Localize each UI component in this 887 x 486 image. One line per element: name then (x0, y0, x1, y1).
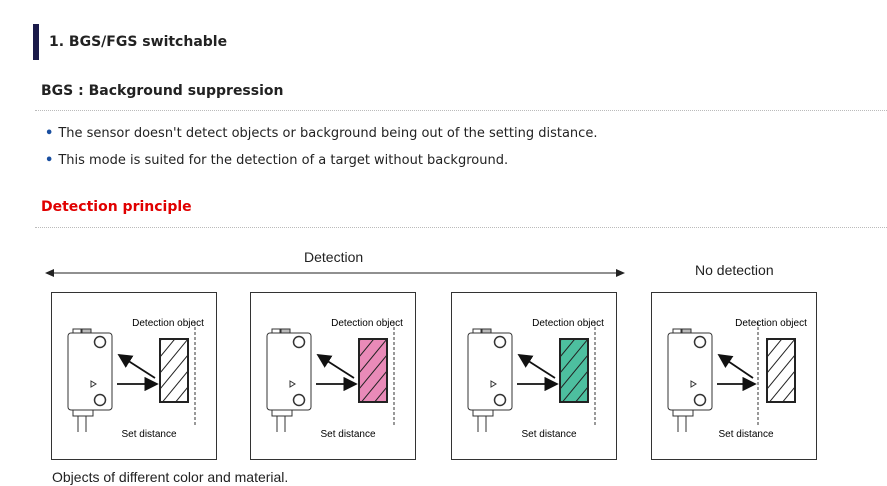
bullet-list: •The sensor doesn't detect objects or ba… (45, 126, 597, 180)
object-label: Detection object (735, 318, 807, 329)
object-label: Detection object (132, 318, 204, 329)
sensor-icon (266, 328, 312, 432)
sensor-diagram-panel: Detection object Set distance (51, 292, 217, 460)
reflect-arrow (717, 353, 754, 379)
no-detection-label: No detection (695, 262, 774, 278)
divider (35, 227, 887, 228)
detection-object (358, 338, 388, 403)
sensor-icon (67, 328, 113, 432)
bullet-text: This mode is suited for the detection of… (58, 153, 509, 168)
detection-range-arrow (45, 269, 625, 277)
principle-title: Detection principle (41, 199, 192, 215)
reflect-arrow (517, 354, 556, 379)
bullet-text: The sensor doesn't detect objects or bac… (58, 126, 598, 141)
sensor-icon (667, 328, 713, 432)
detection-object (559, 338, 589, 403)
list-item: •The sensor doesn't detect objects or ba… (45, 126, 598, 141)
reflect-arrow (316, 354, 355, 379)
reflect-arrow (117, 354, 156, 379)
detection-object (159, 338, 189, 403)
distance-label: Set distance (320, 429, 375, 440)
object-label: Detection object (331, 318, 403, 329)
section-title: 1. BGS/FGS switchable (33, 24, 227, 60)
caption: Objects of different color and material. (52, 469, 289, 485)
list-item: •This mode is suited for the detection o… (45, 153, 509, 168)
object-label: Detection object (532, 318, 604, 329)
distance-label: Set distance (718, 429, 773, 440)
subtitle: BGS : Background suppression (41, 83, 284, 99)
detection-object (766, 338, 796, 403)
distance-label: Set distance (121, 429, 176, 440)
sensor-icon (467, 328, 513, 432)
detection-label: Detection (304, 249, 364, 265)
divider (35, 110, 887, 111)
sensor-diagram-panel: Detection object Set distance (651, 292, 817, 460)
sensor-diagram-panel: Detection object Set distance (250, 292, 416, 460)
distance-label: Set distance (521, 429, 576, 440)
sensor-diagram-panel: Detection object Set distance (451, 292, 617, 460)
